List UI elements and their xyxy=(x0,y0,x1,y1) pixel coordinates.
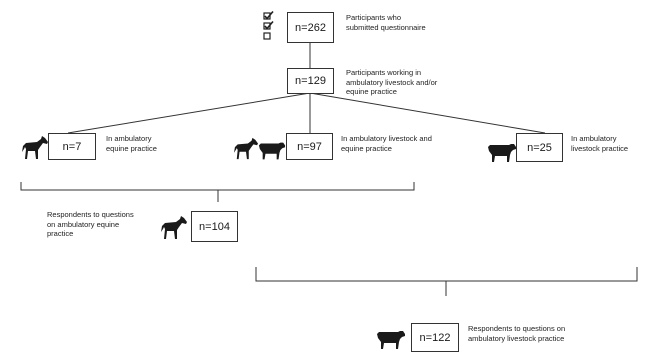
connector-line xyxy=(309,92,546,134)
count-both: n=97 xyxy=(297,140,322,153)
box-equine: n=7 xyxy=(48,133,96,160)
cow-icon xyxy=(258,142,286,160)
count-submitted: n=262 xyxy=(295,21,326,34)
box-resp-livestock: n=122 xyxy=(411,323,459,352)
connector-line xyxy=(67,92,311,134)
label-submitted: Participants who submitted questionnaire xyxy=(346,13,426,32)
label-both: In ambulatory livestock and equine pract… xyxy=(341,134,432,153)
label-resp-equine: Respondents to questions on ambulatory e… xyxy=(47,210,134,238)
box-livestock: n=25 xyxy=(516,133,563,162)
horse-icon xyxy=(234,137,258,160)
checklist-icon xyxy=(263,11,274,40)
box-submitted: n=262 xyxy=(287,12,334,43)
brace-livestock xyxy=(255,267,638,296)
cow-icon xyxy=(488,144,516,162)
brace-equine xyxy=(20,182,415,202)
label-equine: In ambulatory equine practice xyxy=(106,134,157,153)
cow-icon xyxy=(377,331,405,349)
horse-icon xyxy=(22,136,48,159)
box-both: n=97 xyxy=(286,133,333,160)
horse-icon xyxy=(161,216,187,239)
label-resp-livestock: Respondents to questions on ambulatory l… xyxy=(468,324,566,343)
count-working: n=129 xyxy=(295,75,326,87)
label-livestock: In ambulatory livestock practice xyxy=(571,134,629,153)
count-livestock: n=25 xyxy=(527,141,552,154)
label-working: Participants working in ambulatory lives… xyxy=(346,68,438,96)
count-resp-livestock: n=122 xyxy=(419,331,451,344)
count-resp-equine: n=104 xyxy=(199,220,230,233)
box-working: n=129 xyxy=(287,68,334,94)
box-resp-equine: n=104 xyxy=(191,211,238,242)
count-equine: n=7 xyxy=(62,140,82,153)
